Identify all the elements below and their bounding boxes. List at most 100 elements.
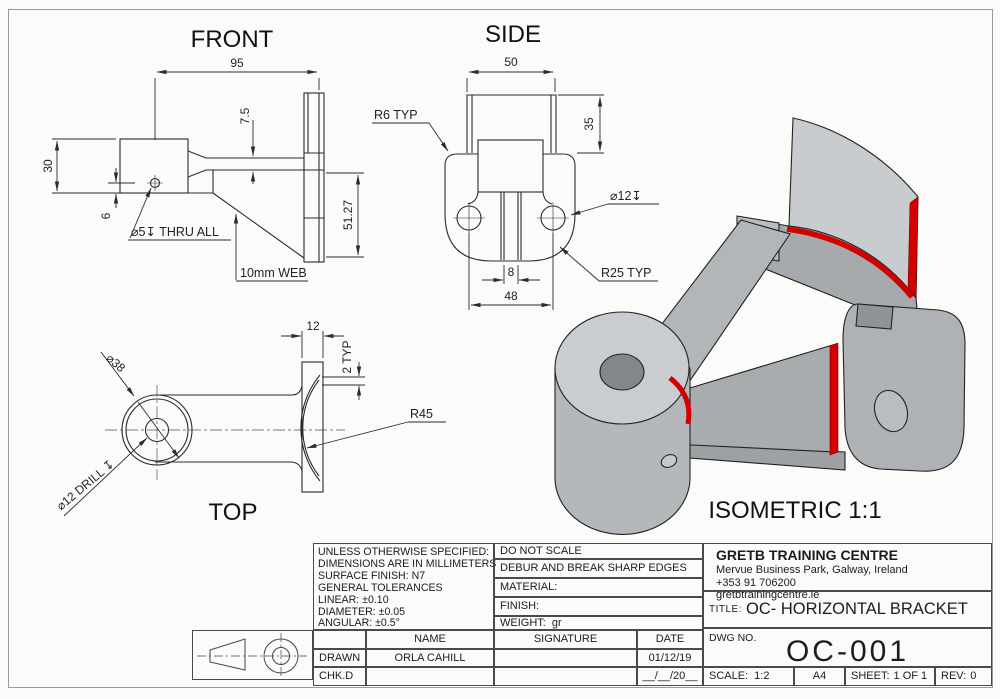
iso-red-fillet-arc — [786, 226, 915, 299]
sign-header-signature: SIGNATURE — [494, 630, 637, 649]
drawing-title: OC- HORIZONTAL BRACKET — [746, 600, 968, 619]
company-block: GRETB TRAINING CENTRE Mervue Business Pa… — [703, 543, 992, 601]
top-view-dimensions — [63, 331, 446, 517]
company-address: Mervue Business Park, Galway, Ireland — [716, 564, 908, 577]
top-flange-outline — [301, 361, 324, 493]
material-label: MATERIAL: — [500, 581, 558, 594]
third-angle-projection-symbol — [197, 633, 307, 679]
sheet-value: 1 OF 1 — [893, 670, 928, 683]
finish-label: FINISH: — [500, 600, 540, 613]
header-text: DATE — [655, 633, 685, 646]
top-view-geometry — [105, 361, 345, 493]
header-text: SIGNATURE — [533, 633, 598, 646]
table-row-chkd-name — [366, 667, 494, 686]
top-boss-chamfer — [125, 398, 189, 462]
company-website: gretbtrainingcentre.ie — [716, 589, 820, 602]
cell-text: DRAWN — [319, 651, 361, 664]
side-view-title: SIDE — [485, 21, 541, 48]
projection-symbol-box — [192, 630, 313, 680]
iso-saddle-red-edge — [907, 196, 919, 299]
rev-value: 0 — [970, 670, 977, 683]
header-text: NAME — [414, 633, 446, 646]
front-label-hole: ⌀5↧ THRU ALL — [131, 225, 219, 239]
dwg-no-value: OC-001 — [785, 635, 910, 668]
side-label-hole-dia: ⌀12↧ — [610, 189, 642, 203]
note-debur: DEBUR AND BREAK SHARP EDGES — [494, 559, 703, 578]
projection-circle-inner — [272, 647, 290, 665]
table-row-drawn-date: 01/12/19 — [637, 649, 703, 667]
sheet-field: SHEET: 1 OF 1 — [845, 667, 935, 686]
front-plate-outline — [303, 92, 325, 263]
cell-text: __/__/20__ — [642, 670, 698, 683]
iso-cylinder-hole — [599, 353, 645, 391]
isometric-view — [554, 117, 966, 535]
iso-web-red-stripe — [829, 342, 839, 456]
tolerance-line: SURFACE FINISH: N7 — [318, 569, 426, 582]
paper-size: A4 — [812, 670, 827, 683]
top-view-title: TOP — [209, 499, 258, 526]
table-row-chkd-signature — [494, 667, 637, 686]
scale-label: SCALE: — [709, 670, 749, 683]
finish-field: FINISH: — [494, 597, 703, 616]
side-dim-width: 50 — [504, 55, 518, 69]
company-name: GRETB TRAINING CENTRE — [716, 547, 898, 563]
table-row-drawn-role: DRAWN — [313, 649, 366, 667]
paper-size-field: A4 — [794, 667, 845, 686]
side-boss-outline — [477, 139, 544, 193]
scale-value: 1:2 — [754, 670, 770, 683]
tolerance-block: UNLESS OTHERWISE SPECIFIED: DIMENSIONS A… — [313, 543, 497, 630]
company-phone: +353 91 706200 — [716, 576, 796, 589]
sheet-label: SHEET: — [851, 670, 890, 683]
scale-field: SCALE: 1:2 — [703, 667, 794, 686]
table-row-chkd-role: CHK.D — [313, 667, 366, 686]
front-block-outline — [119, 138, 189, 194]
isometric-view-title: ISOMETRIC 1:1 — [708, 497, 881, 524]
tolerance-line: DIAMETER: ±0.05 — [318, 605, 406, 618]
front-dim-hole-offset: 6 — [99, 212, 113, 219]
dwg-no-field: DWG NO. OC-001 — [703, 628, 992, 668]
side-view-geometry — [444, 94, 576, 262]
cell-text: 01/12/19 — [648, 651, 692, 664]
front-dim-plate-height: 51.27 — [341, 200, 355, 230]
side-label-base-radius: R25 TYP — [601, 266, 652, 280]
front-view-geometry — [119, 92, 325, 263]
front-dim-width: 95 — [230, 56, 244, 70]
iso-red-crescent — [668, 376, 692, 425]
note-text: DEBUR AND BREAK SHARP EDGES — [500, 562, 687, 575]
tolerance-line: DIMENSIONS ARE IN MILLIMETERS — [318, 557, 497, 570]
top-dim-flange-width: 12 — [306, 319, 320, 333]
top-dim-lip: 2 TYP — [340, 340, 354, 373]
table-row-drawn-signature — [494, 649, 637, 667]
top-label-boss-dia: ⌀38 — [103, 351, 128, 375]
front-dim-block-height: 30 — [41, 159, 55, 173]
material-field: MATERIAL: — [494, 578, 703, 597]
title-field: TITLE: OC- HORIZONTAL BRACKET — [703, 591, 992, 628]
sign-header-name: NAME — [366, 630, 494, 649]
table-row-chkd-date: __/__/20__ — [637, 667, 703, 686]
iso-base-notch — [855, 303, 894, 330]
drawing-frame-border — [8, 9, 993, 688]
iso-base-hole — [873, 389, 909, 433]
rev-field: REV: 0 — [935, 667, 992, 686]
tolerance-line: ANGULAR: ±0.5° — [318, 617, 400, 630]
weight-field: WEIGHT: gr — [494, 616, 703, 630]
note-do-not-scale: DO NOT SCALE — [494, 543, 703, 559]
top-label-drill: ⌀12 DRILL ↧ — [54, 457, 117, 513]
tolerance-line: UNLESS OTHERWISE SPECIFIED: — [318, 546, 490, 558]
dwg-no-label: DWG NO. — [709, 632, 757, 644]
top-boss-hole — [144, 417, 170, 443]
table-row-drawn-name: ORLA CAHILL — [366, 649, 494, 667]
front-label-web: 10mm WEB — [240, 266, 307, 280]
rev-label: REV: — [941, 670, 967, 683]
iso-small-hole — [660, 454, 678, 468]
sign-header-date: DATE — [637, 630, 703, 649]
side-label-corner-radius: R6 TYP — [374, 108, 418, 122]
iso-base-plate — [842, 303, 966, 472]
cell-text: CHK.D — [319, 670, 354, 683]
side-view-dimensions — [372, 69, 659, 310]
tolerance-line: LINEAR: ±0.10 — [318, 593, 389, 606]
tolerance-line: GENERAL TOLERANCES — [318, 581, 443, 594]
front-view-title: FRONT — [191, 26, 274, 53]
side-dim-web-width: 8 — [508, 265, 515, 279]
